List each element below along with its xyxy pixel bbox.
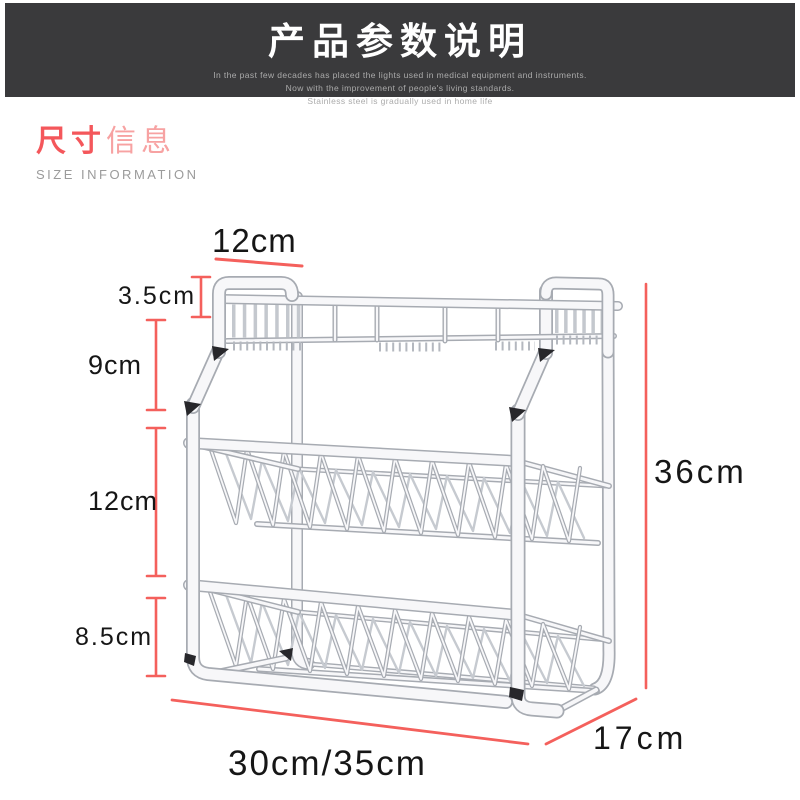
- section-title-block: 尺寸信息 SIZE INFORMATION: [36, 116, 199, 182]
- dim-line-top-width: [214, 257, 304, 268]
- dimension-label-basket-height: 3.5cm: [118, 282, 197, 310]
- top-basket: [219, 283, 618, 352]
- dim-line-tier3: [145, 596, 167, 678]
- middle-shelf: [189, 443, 609, 543]
- dimension-label-bottom-width: 30cm/35cm: [228, 744, 427, 783]
- header-banner: 产品参数说明 In the past few decades has place…: [5, 3, 795, 106]
- dim-line-bottom-width: [170, 698, 530, 746]
- dim-line-tier1: [145, 318, 167, 412]
- header-subtitle-line-3: Stainless steel is gradually used in hom…: [307, 96, 493, 107]
- dimension-label-total-height: 36cm: [654, 453, 747, 490]
- page-title: 产品参数说明: [268, 20, 532, 63]
- dimension-label-tier3: 8.5cm: [75, 623, 154, 651]
- dimension-lines: [145, 257, 648, 746]
- joint-accents: [184, 346, 555, 701]
- header-subtitle: In the past few decades has placed the l…: [5, 69, 795, 109]
- section-subtitle: SIZE INFORMATION: [36, 167, 199, 182]
- dimension-label-top-width: 12cm: [212, 222, 297, 259]
- dimension-label-tier2: 12cm: [88, 486, 159, 516]
- header-subtitle-line-1: In the past few decades has placed the l…: [213, 70, 587, 80]
- section-title-secondary: 信息: [106, 124, 176, 159]
- dim-line-tier2: [145, 426, 167, 578]
- dim-line-depth: [544, 697, 638, 746]
- section-title: 尺寸信息: [36, 116, 199, 160]
- section-title-primary: 尺寸: [36, 124, 106, 159]
- dimension-label-tier1: 9cm: [88, 350, 143, 380]
- dimension-label-depth: 17cm: [593, 720, 688, 756]
- dim-line-basket-height: [190, 275, 212, 319]
- header-subtitle-line-2: Now with the improvement of people's liv…: [285, 83, 515, 94]
